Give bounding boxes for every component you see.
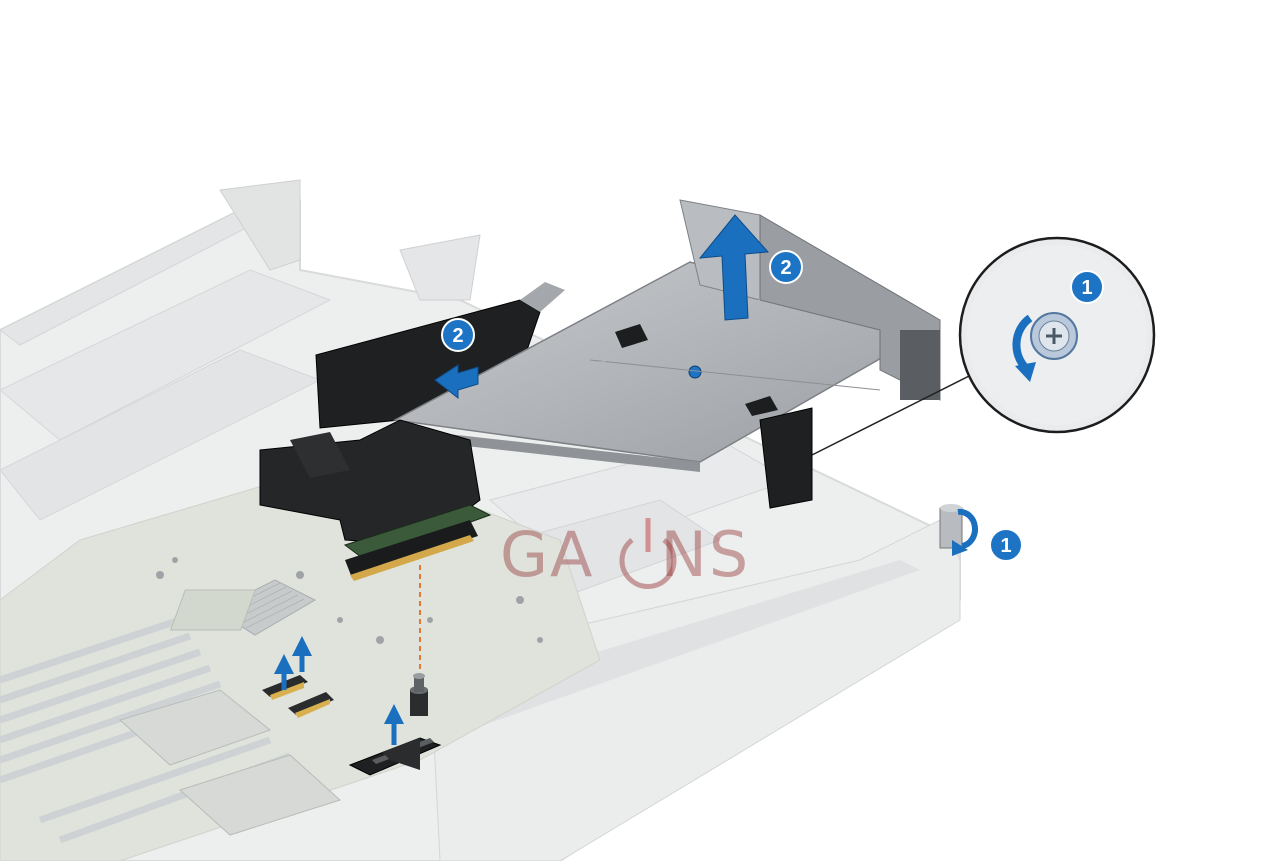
lift-arrow-icon [698, 214, 770, 321]
watermark-power-icon [619, 518, 677, 589]
callout-label: 1 [1081, 277, 1092, 299]
rotate-arrow-icon [952, 508, 978, 556]
callout-label: 2 [452, 325, 463, 347]
watermark-text-left: GA [500, 518, 595, 591]
riser-assembly [259, 199, 941, 581]
lift-arrow-icon [274, 636, 404, 745]
zoom-inset [958, 236, 1156, 434]
callout-label: 1 [1000, 535, 1011, 557]
zoom-leader-line [811, 367, 986, 456]
callout-riser-lift: 2 [769, 250, 803, 284]
small-connectors [262, 675, 334, 718]
riser-connector-slot [348, 737, 442, 776]
watermark-text-right: NS [660, 518, 751, 591]
slide-arrow-icon [434, 364, 479, 400]
callout-label: 2 [780, 257, 791, 279]
callout-thumbscrew-rear: 1 [989, 528, 1023, 562]
callout-thumbscrew-zoom: 1 [1070, 270, 1104, 304]
watermark: GA NS [500, 520, 800, 590]
thumbscrew-icon [1030, 312, 1078, 360]
riser-guide-pin [410, 673, 428, 716]
thumbscrew-icon [939, 504, 963, 549]
callout-riser-release: 2 [441, 318, 475, 352]
rotate-arrow-icon [1012, 314, 1036, 382]
